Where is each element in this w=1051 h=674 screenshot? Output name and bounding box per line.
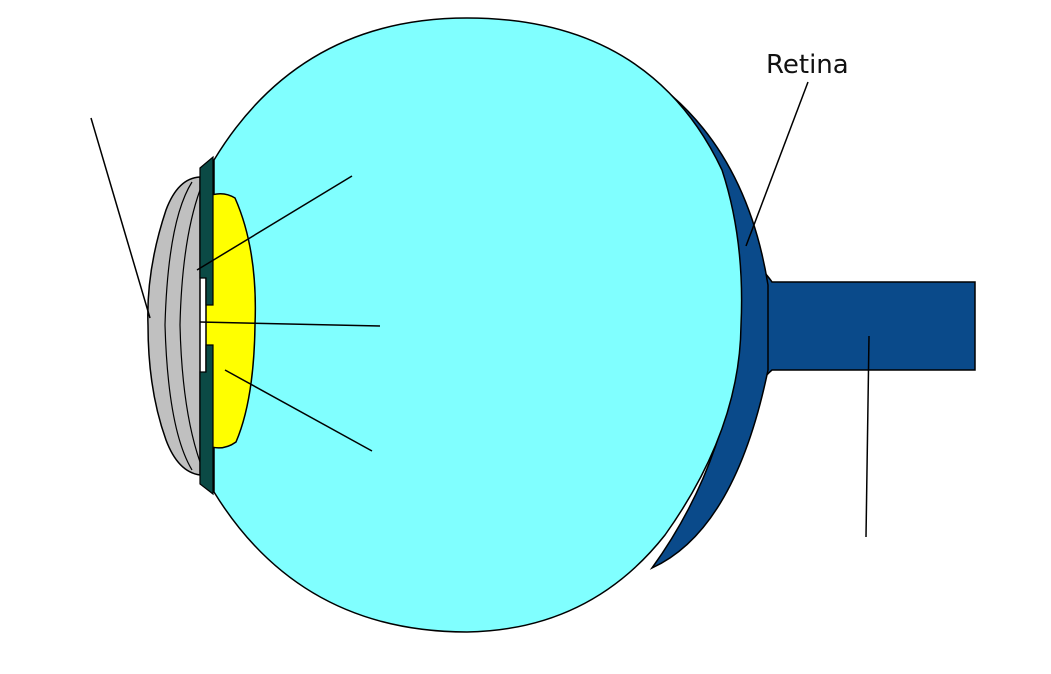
retina-label: Retina bbox=[766, 50, 849, 80]
iris-leader-line bbox=[196, 175, 353, 271]
cornea-inner-line bbox=[164, 181, 193, 471]
eyeball-vitreous bbox=[213, 17, 743, 633]
optic-nerve bbox=[751, 256, 976, 399]
iris-upper bbox=[199, 155, 214, 306]
cornea-leader-line bbox=[90, 117, 151, 319]
cornea bbox=[147, 176, 201, 476]
cornea-inner-line-2 bbox=[179, 189, 201, 463]
pupil-leader-line bbox=[199, 321, 381, 327]
iris-lower bbox=[199, 344, 214, 496]
retina-leader-line bbox=[745, 81, 809, 247]
lens-leader-line bbox=[224, 369, 373, 452]
optic-nerve-leader-line bbox=[865, 335, 870, 538]
